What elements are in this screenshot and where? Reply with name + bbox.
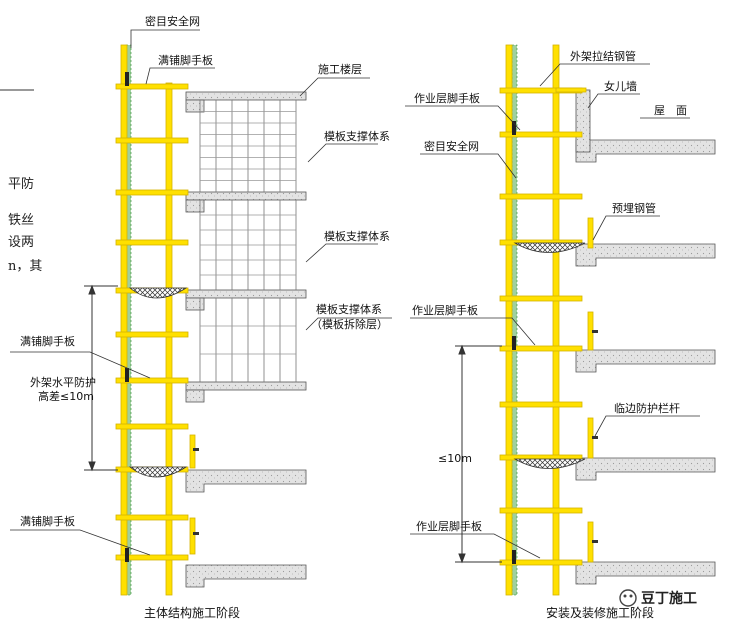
scaffold-ledger [115,514,189,521]
label-embedded-pipe: 预埋钢管 [612,201,656,215]
label-formwork-3: 模板支撑体系 [316,302,382,316]
label-plank-top: 满铺脚手板 [158,53,213,67]
leader-lines [405,63,700,559]
floor-slab [185,289,307,299]
safety-net [125,44,132,596]
horizontal-protection-net [513,458,586,469]
scaffold-ledger [115,554,189,561]
horizontal-protection-net [513,242,586,253]
scaffold-upright-inner [165,82,173,596]
edge-guard-posts [189,434,199,555]
scaffold-ledgers [499,87,587,566]
scaffold-ledger [499,193,583,200]
height-dimension [455,344,502,564]
label-work-board-mid: 作业层脚手板 [412,303,478,317]
fragment-line-1: 平防 [8,176,34,192]
label-roof: 屋 面 [654,104,687,117]
watermark-logo-icon [619,589,637,607]
label-work-board-bottom: 作业层脚手板 [416,519,482,533]
slab-beam [185,199,205,213]
fragment-line-4: n，其 [8,259,42,274]
label-safety-net: 密目安全网 [145,14,200,28]
label-safety-net-right: 密目安全网 [424,139,479,153]
leader-lines [10,29,392,556]
scaffold-ledger [499,131,583,138]
caption-main-structure: 主体结构施工阶段 [144,605,240,620]
floor-slab [185,191,307,201]
label-parapet: 女儿墙 [604,79,637,93]
scaffold-ledger [499,507,583,514]
floor-slab [575,349,716,373]
floor-slab [185,381,307,391]
plank-marker [125,72,129,86]
floor-slab [185,564,307,588]
parapet-wall [575,89,591,153]
fragment-line-2: 铁丝 [8,213,34,228]
scaffold-ledger [115,423,189,430]
floor-slab [185,91,307,101]
plank-marker [125,368,129,382]
slab-beam [185,297,205,311]
scaffold-ledger [499,401,583,408]
edge-guard-posts [587,217,598,563]
label-formwork-3-sub: （模板拆除层） [311,317,388,331]
label-plank-mid: 满铺脚手板 [20,334,75,348]
scaffold-ledger [115,377,189,384]
scaffold-upright-outer [505,44,513,596]
scaffold-upright-outer [120,44,128,596]
left-text-fragment: 平防 铁丝 设两 n，其 [0,89,42,274]
floor-slabs [185,91,307,588]
floor-slab [575,561,716,585]
watermark: 豆丁施工 [619,589,697,607]
label-height-limit: ≤10m [438,452,472,465]
watermark-text: 豆丁施工 [641,590,697,607]
floor-slab [575,457,716,481]
slab-beam [185,99,205,113]
scaffold-upright-inner [552,44,560,596]
scaffold-ledger [499,345,583,352]
tie-pipe [555,87,587,93]
label-work-board-top: 作业层脚手板 [414,91,480,105]
height-dimension [84,284,118,472]
floor-slab [185,469,307,493]
safety-net [511,44,518,596]
horizontal-protection-net [128,466,188,478]
horizontal-protection-net [128,287,188,299]
scaffold-ledger [115,239,189,246]
slab-beam [185,389,205,403]
label-edge-railing: 临边防护栏杆 [614,401,680,415]
caption-installation-stage: 安装及装修施工阶段 [546,605,654,620]
label-formwork-2: 模板支撑体系 [324,229,390,243]
installation-decoration-diagram: 外架拉结钢管 作业层脚手板 女儿墙 屋 面 密目安全网 预埋钢管 作业层脚手板 … [405,44,716,620]
plank-marker [125,548,129,562]
scaffold-ledger [115,189,189,196]
label-construction-floor: 施工楼层 [318,62,362,76]
floor-slab [575,139,716,163]
label-tie-pipe: 外架拉结钢管 [570,49,636,63]
main-structure-diagram: 密目安全网 满铺脚手板 施工楼层 模板支撑体系 模板支撑体系 模板支撑体系 （模… [10,14,392,620]
formwork-support [199,100,297,382]
scaffold-ledger [115,83,189,90]
label-horizontal-protection: 外架水平防护 [30,375,96,389]
fragment-line-3: 设两 [8,235,34,250]
label-formwork-1: 模板支撑体系 [324,129,390,143]
label-plank-bottom: 满铺脚手板 [20,514,75,528]
label-height-difference: 高差≤10m [38,389,94,403]
floor-slab [575,243,716,267]
scaffold-ledger [115,137,189,144]
floor-slabs [575,139,716,585]
scaffold-ledger [499,295,583,302]
scaffold-ledger [115,331,189,338]
work-layer-boards [512,121,516,564]
